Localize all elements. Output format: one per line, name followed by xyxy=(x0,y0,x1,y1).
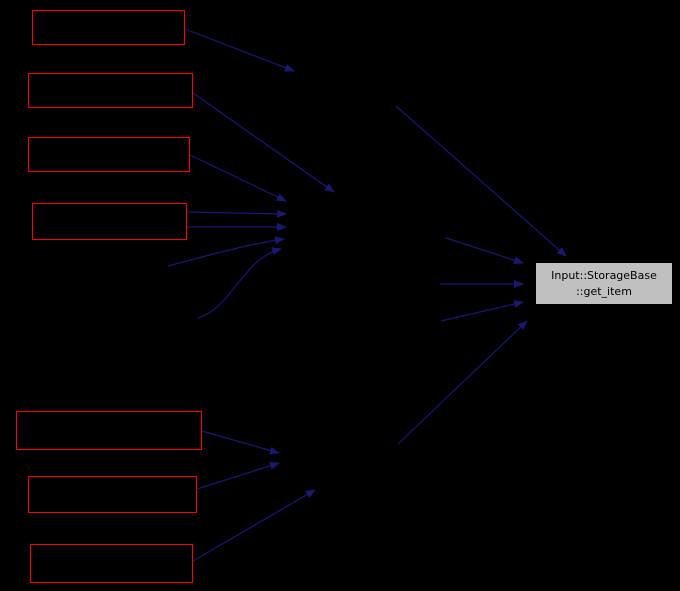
call-edge xyxy=(395,105,567,257)
call-edge xyxy=(197,247,282,319)
main-node-label-line2: ::get_item xyxy=(576,284,632,298)
call-edge xyxy=(189,154,287,202)
call-edge xyxy=(397,320,528,445)
call-edge xyxy=(192,92,335,193)
caller-node[interactable] xyxy=(30,544,193,583)
call-edge xyxy=(445,237,524,265)
call-edge xyxy=(186,209,287,218)
caller-node[interactable] xyxy=(28,476,197,513)
call-edge xyxy=(192,489,316,562)
caller-node[interactable] xyxy=(28,73,193,108)
call-edge xyxy=(201,430,280,455)
caller-node[interactable] xyxy=(28,137,190,172)
call-edge xyxy=(440,300,524,322)
call-edge xyxy=(196,461,280,490)
caller-node[interactable] xyxy=(32,10,185,45)
edges-group xyxy=(167,28,567,562)
caller-node[interactable] xyxy=(16,411,202,450)
main-node-get-item: Input::StorageBase ::get_item xyxy=(535,262,673,305)
call-edge xyxy=(184,28,295,72)
main-node-label-line1: Input::StorageBase xyxy=(551,269,657,283)
call-edge xyxy=(167,236,285,267)
caller-node[interactable] xyxy=(32,203,187,240)
